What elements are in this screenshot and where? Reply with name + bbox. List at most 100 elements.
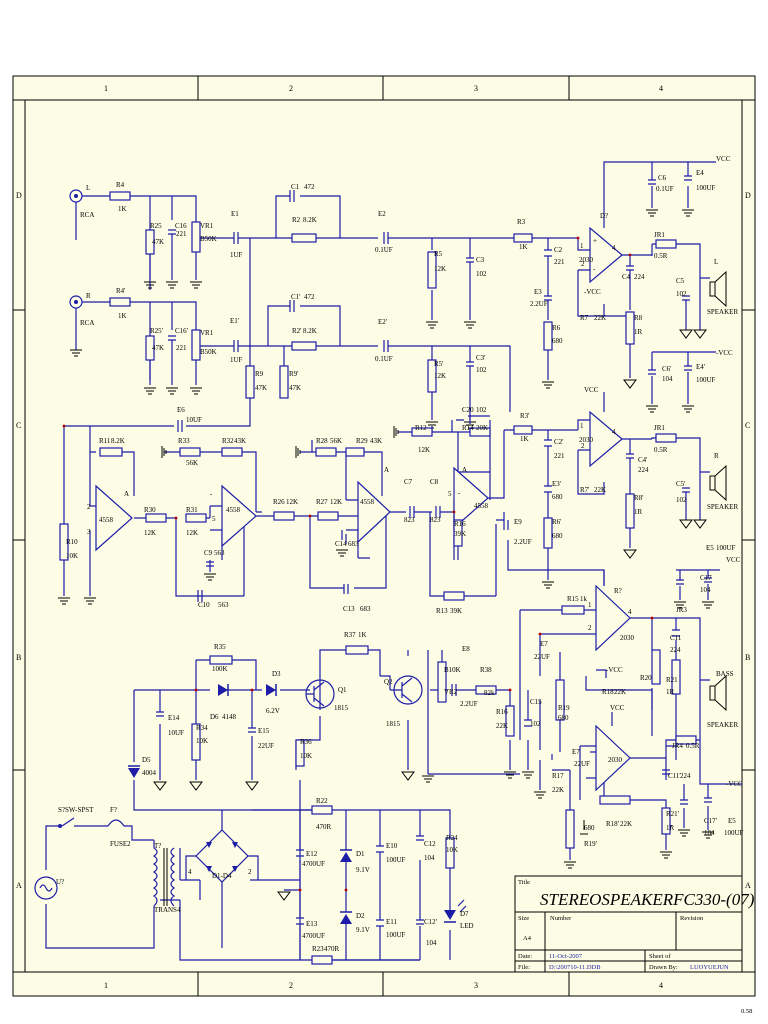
value-c12: 104	[424, 854, 435, 862]
value-c9: 563	[214, 549, 225, 557]
zone-col-4: 4	[659, 84, 663, 93]
value-r6p: 680	[552, 532, 563, 540]
value-c16: 221	[176, 230, 187, 238]
label-r25: R25	[150, 222, 162, 230]
label-q2: Q2	[384, 678, 393, 686]
label-r28: R28	[316, 437, 328, 445]
zone-row-c: C	[16, 421, 21, 430]
value-e1p: 1UF	[230, 356, 243, 364]
date-label: Date:	[518, 953, 532, 960]
date-value: 11-Oct-2007	[549, 953, 583, 960]
zone-row-a-right: A	[745, 881, 751, 890]
value-r29: 43K	[370, 437, 382, 445]
tone-filter-chain	[58, 398, 510, 605]
label-e3p: E3'	[552, 480, 561, 488]
value-r16: 39K	[454, 530, 466, 538]
label-c6: C6	[658, 174, 667, 182]
value-r19b: 680	[584, 824, 595, 832]
pin-4558b-6: -	[210, 490, 213, 498]
pin-4558d-minus: -	[458, 489, 461, 497]
value-e10: 100UF	[386, 856, 406, 864]
label-e5p: E5	[728, 817, 736, 825]
label-c11p: C11'	[668, 772, 681, 780]
value-c5p: 102	[676, 496, 687, 504]
zone-col-4-bottom: 4	[659, 981, 663, 990]
label-nvcc-bass2: -VCC	[726, 780, 743, 788]
label-r35: R35	[214, 643, 226, 651]
label-r22: R22	[316, 797, 328, 805]
ic-4558-d: 4558	[474, 502, 489, 510]
number-label: Number	[550, 915, 572, 922]
pin-4558a-3: 3	[87, 528, 91, 536]
label-c20: C20	[462, 406, 474, 414]
label-vcc-bass: VCC	[726, 556, 741, 564]
ic-2030-bass2: 2030	[608, 756, 623, 764]
value-r30: 12K	[144, 529, 156, 537]
label-r21p: R21'	[666, 810, 679, 818]
value-e5p: 100UF	[724, 829, 744, 837]
value-r10: 10K	[66, 552, 78, 560]
value-r31: 12K	[186, 529, 198, 537]
value-r8: 1R	[634, 328, 643, 336]
title-label: Title	[518, 879, 530, 886]
value-r4: 1K	[118, 205, 127, 213]
label-r14: R14	[462, 424, 474, 432]
value-r11: 8.2K	[111, 437, 125, 445]
value-c15: 102	[530, 720, 541, 728]
label-c17: C17	[700, 574, 712, 582]
label-vcc-bass2: VCC	[610, 704, 625, 712]
value-r17: 22K	[552, 786, 564, 794]
label-r10: R10	[66, 538, 78, 546]
label-jr1b: JR1	[654, 424, 665, 432]
label-a-2: A	[384, 466, 389, 474]
label-d-star: D?	[600, 212, 608, 220]
label-c11: C11	[670, 634, 682, 642]
pin-2030-out: 4	[612, 244, 616, 252]
value-e9: 2.2UF	[514, 538, 532, 546]
label-r29: R29	[356, 437, 368, 445]
label-e5: E5	[706, 544, 714, 552]
value-r26: 12K	[286, 498, 298, 506]
value-c3p: 102	[476, 366, 487, 374]
value-e2p: 0.1UF	[375, 355, 393, 363]
value-r23: 470R	[324, 945, 340, 953]
zone-col-3-bottom: 3	[474, 981, 478, 990]
value-c11p: 224	[680, 772, 691, 780]
label-c13: C13	[343, 605, 355, 613]
value-d2: 9.1V	[356, 926, 370, 934]
zone-row-d: D	[16, 191, 22, 200]
value-r9: 47K	[255, 384, 267, 392]
value-r38: 82k	[484, 689, 495, 697]
label-c15: C15	[530, 698, 542, 706]
label-r19: R19	[558, 704, 570, 712]
label-c14: C14	[335, 540, 347, 548]
value-e1: 1UF	[230, 251, 243, 259]
value-q1: 1815	[334, 704, 349, 712]
value-r24: 10K	[446, 846, 458, 854]
zone-grid	[13, 76, 755, 996]
plus-2030: +	[593, 237, 597, 245]
label-r8p: R8'	[634, 494, 643, 502]
label-c12p: C12'	[424, 918, 437, 926]
label-d1: D1	[356, 850, 365, 858]
value-r7p: 22K	[594, 486, 606, 494]
label-rca-l: RCA	[80, 211, 94, 219]
label-jr1: JR1	[654, 231, 665, 239]
label-r26: R26	[273, 498, 285, 506]
value-vr1: B50K	[200, 235, 217, 243]
label-r-jack: R	[86, 292, 91, 300]
value-q2: 1815	[386, 720, 401, 728]
label-source: U?	[56, 878, 64, 886]
label-r16: R16	[454, 520, 466, 528]
label-r30: R30	[144, 506, 156, 514]
label-r4: R4	[116, 181, 125, 189]
label-r2p: R2'	[292, 327, 301, 335]
label-vr1: VR1	[200, 222, 214, 230]
value-jr1b: 0.5R	[654, 446, 668, 454]
value-d1: 9.1V	[356, 866, 370, 874]
label-r15: R15	[567, 595, 579, 603]
pin-trans-4: 4	[188, 868, 192, 876]
label-d7: D7	[460, 910, 469, 918]
size-value: A4	[523, 935, 532, 942]
zone-col-3: 3	[474, 84, 478, 93]
